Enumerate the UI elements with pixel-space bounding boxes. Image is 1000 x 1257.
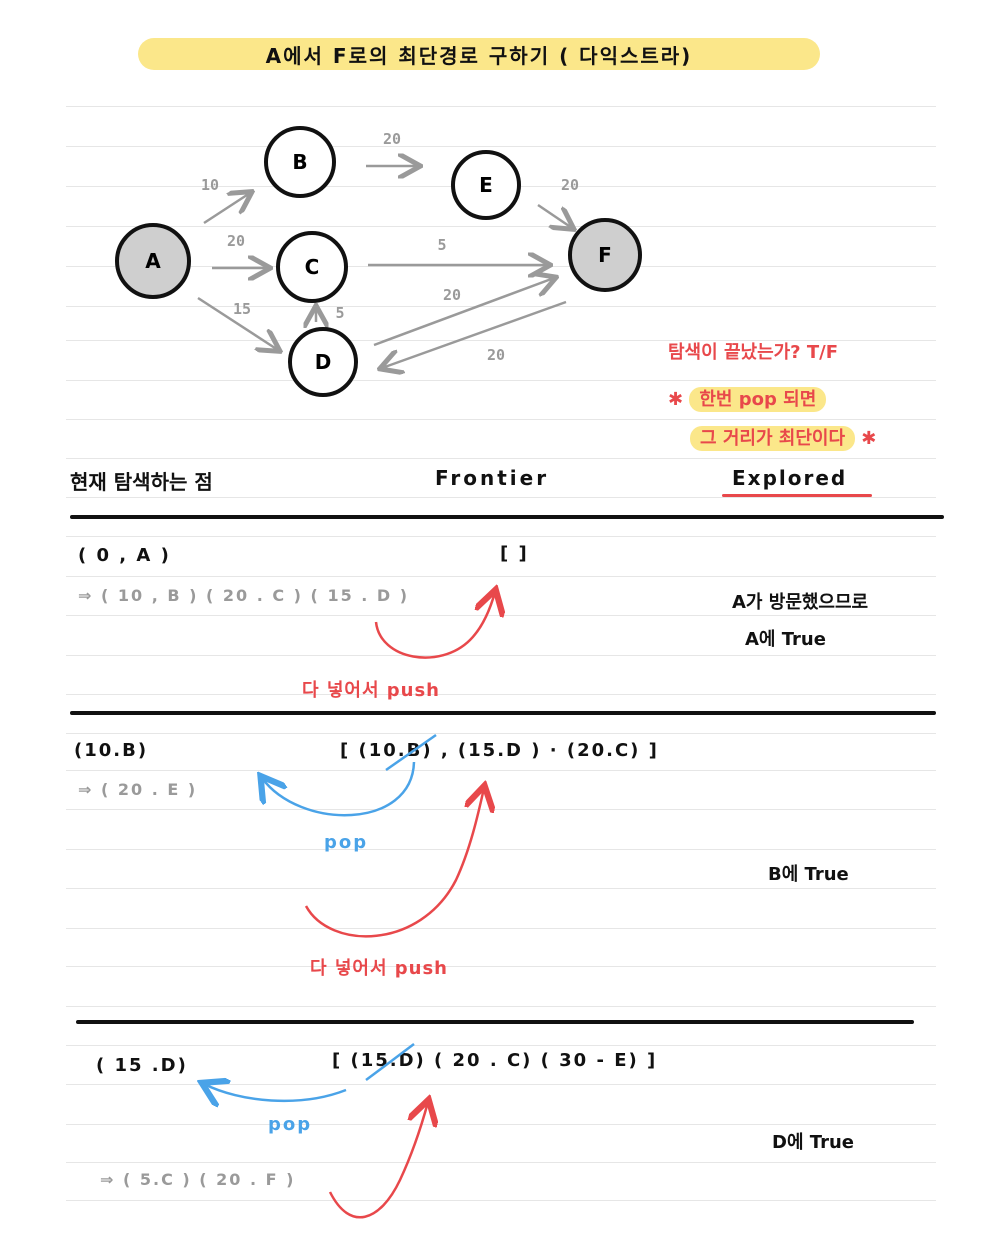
edge-weight-label: 20 [227, 232, 245, 250]
ruled-line [66, 1162, 936, 1163]
ruled-line [66, 1006, 936, 1007]
separator-line [70, 711, 936, 715]
node-a [115, 223, 191, 299]
node-label-a: A [145, 249, 161, 273]
ruled-line [66, 106, 936, 107]
ruled-line [66, 226, 936, 227]
ruled-line [66, 1084, 936, 1085]
column-header-current: 현재 탐색하는 점 [70, 470, 213, 494]
ruled-line [66, 458, 936, 459]
edge-d-f [373, 278, 554, 347]
ruled-line [66, 1124, 936, 1125]
node-label-f: F [598, 243, 612, 267]
edge-weight-label: 5 [437, 236, 446, 254]
ruled-line [66, 888, 936, 889]
node-label-d: D [315, 350, 332, 374]
explored-underline [722, 494, 872, 497]
page-title-text: A에서 F로의 최단경로 구하기 ( 다익스트라) [265, 43, 693, 68]
edge-weight-label: 5 [335, 304, 344, 322]
step2-current-node: (10.B) [74, 740, 149, 761]
edge-weight-label: 10 [201, 176, 219, 194]
ruled-line [66, 340, 936, 341]
step2-pop-label: pop [324, 832, 369, 853]
ruled-line [66, 966, 936, 967]
column-header-explored: Explored [732, 466, 848, 490]
ruled-line [66, 266, 936, 267]
ruled-line [66, 655, 936, 656]
ruled-line [66, 849, 936, 850]
note-question-text: 탐색이 끝났는가? T/F [668, 342, 839, 363]
ruled-line [66, 497, 936, 498]
ruled-line [66, 306, 936, 307]
edge-a-d [197, 296, 278, 350]
note-question: 탐색이 끝났는가? T/F [668, 338, 838, 364]
step2-neighbors: ⇒ ( 20 . E ) [78, 780, 198, 799]
note-rule-line2-text: 그 거리가 최단이다 [690, 426, 856, 451]
ruled-line [66, 615, 936, 616]
edge-weight-label: 20 [561, 176, 579, 194]
ruled-line [66, 380, 936, 381]
edge-e-f [537, 203, 572, 228]
edge-f-d [382, 300, 567, 368]
graph-edges: 10 20 15 5 20 20 5 20 20 [197, 130, 579, 368]
ruled-line [66, 1200, 936, 1201]
step1-frontier: [ ] [500, 543, 529, 564]
column-header-frontier: Frontier [435, 466, 550, 490]
note-rule-line1-text: 한번 pop 되면 [689, 387, 827, 412]
ruled-line [66, 576, 936, 577]
ruled-line [66, 694, 936, 695]
ruled-line [66, 146, 936, 147]
edge-weight-label: 20 [443, 286, 461, 304]
graph-diagram: 10 20 15 5 20 20 5 20 20 A B C D E F [115, 126, 642, 397]
star-icon: ✱ [668, 389, 684, 410]
edge-weight-label: 20 [383, 130, 401, 148]
ruled-line [66, 928, 936, 929]
pop-arrow [204, 1084, 347, 1101]
step1-neighbors: ⇒ ( 10 , B ) ( 20 . C ) ( 15 . D ) [78, 586, 410, 605]
step3-neighbors: ⇒ ( 5.C ) ( 20 . F ) [100, 1170, 296, 1189]
graph-nodes: A B C D E F [115, 126, 642, 397]
node-f [568, 218, 642, 292]
node-d [288, 327, 358, 397]
ruled-line [66, 733, 936, 734]
ruled-line [66, 419, 936, 420]
note-rule-line1: ✱ 한번 pop 되면 [668, 385, 827, 412]
star-icon: ✱ [861, 428, 877, 449]
step2-push-label: 다 넣어서 push [310, 958, 449, 979]
node-label-b: B [292, 150, 307, 174]
edge-weight-label: 15 [233, 300, 251, 318]
node-label-e: E [479, 173, 493, 197]
push-arrow [304, 788, 484, 938]
step3-frontier: [ (15.D) ( 20 . C) ( 30 - E) ] [332, 1050, 658, 1071]
node-c [276, 231, 348, 303]
step2-explored: B에 True [768, 864, 849, 885]
separator-line [76, 1020, 914, 1024]
step3-explored: D에 True [772, 1132, 854, 1153]
step1-explored-line2: A에 True [745, 629, 826, 650]
node-b [264, 126, 336, 198]
ruled-line [66, 1045, 936, 1046]
ruled-line [66, 809, 936, 810]
ruled-line [66, 536, 936, 537]
step1-explored-line1: A가 방문했으므로 [732, 592, 869, 613]
ruled-line [66, 770, 936, 771]
step3-pop-label: pop [268, 1114, 313, 1135]
note-rule-line2: 그 거리가 최단이다 ✱ [690, 424, 877, 451]
step1-push-label: 다 넣어서 push [302, 680, 441, 701]
step3-current-node: ( 15 .D) [96, 1055, 188, 1076]
separator-line [70, 515, 944, 519]
step2-frontier: [ (10.B) , (15.D ) · (20.C) ] [340, 740, 659, 761]
edge-weight-label: 20 [487, 346, 505, 364]
edge-a-b [203, 193, 250, 225]
node-e [451, 150, 521, 220]
step1-current-node: ( 0 , A ) [78, 545, 171, 566]
node-label-c: C [305, 255, 320, 279]
page-title: A에서 F로의 최단경로 구하기 ( 다익스트라) [138, 38, 820, 70]
